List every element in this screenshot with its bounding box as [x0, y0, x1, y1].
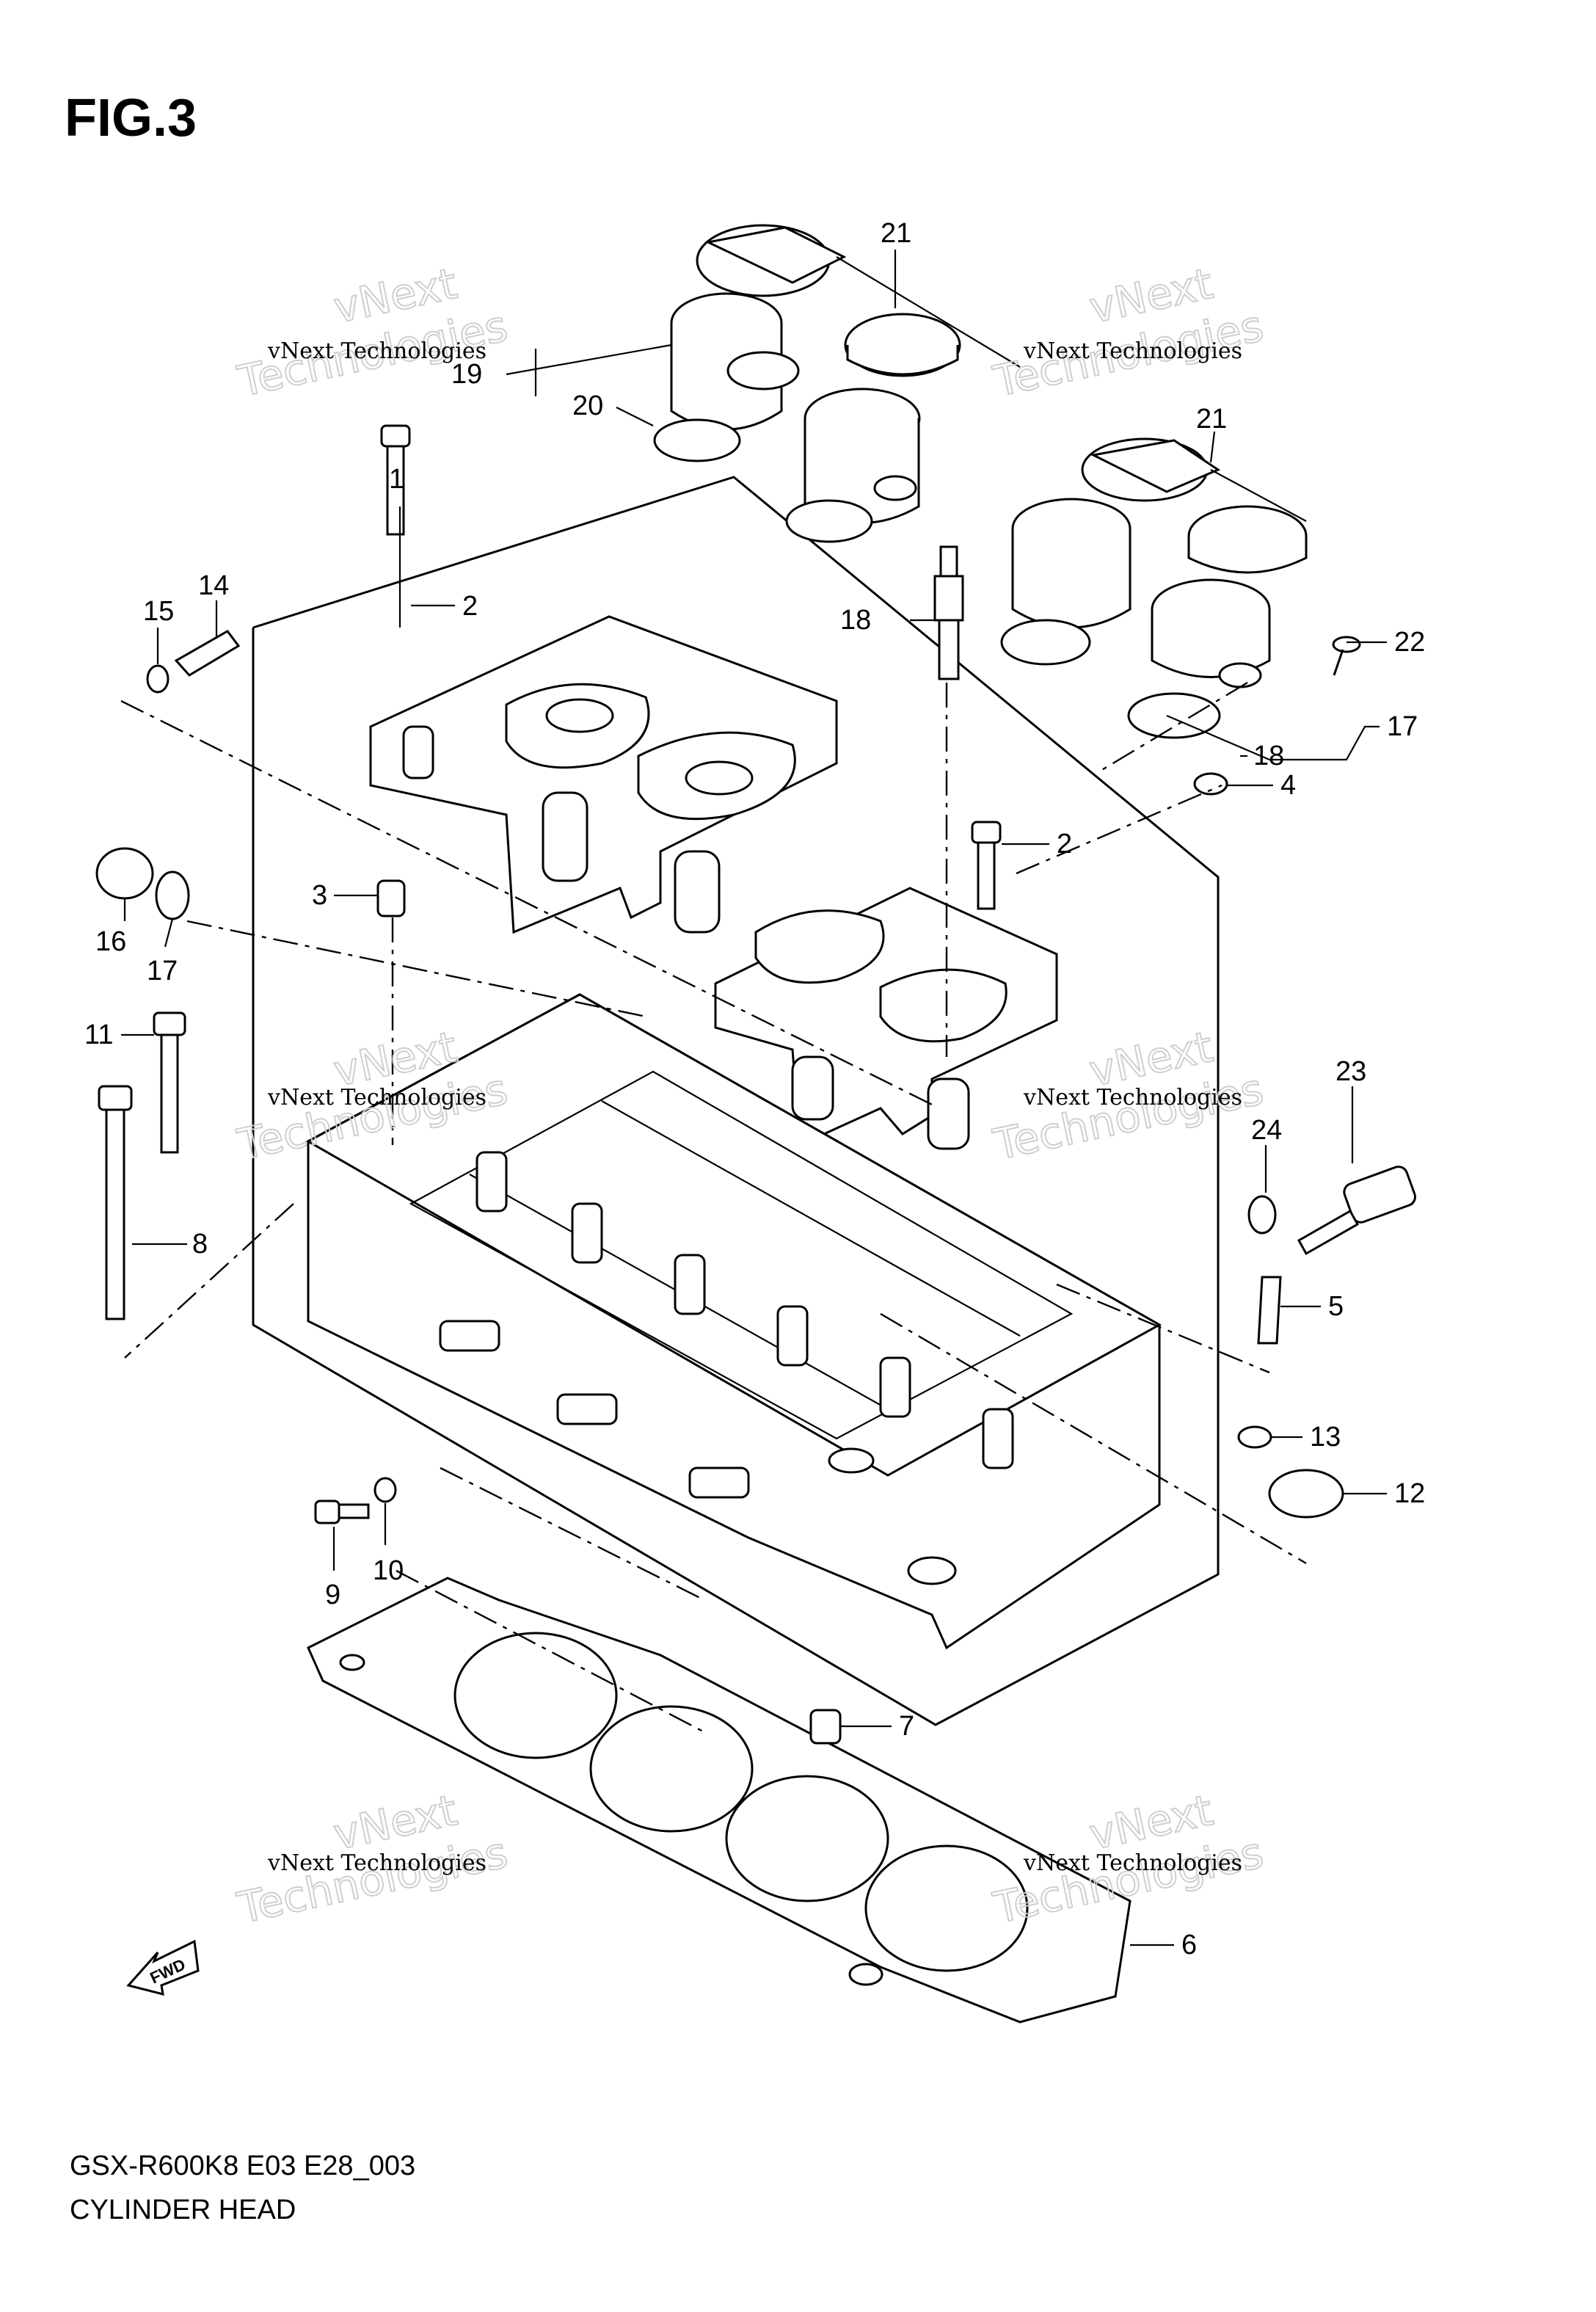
- gasket-4: [1193, 772, 1228, 796]
- union-14: [174, 630, 241, 677]
- assembly-outline: [252, 476, 1220, 1726]
- callout-11: 11: [84, 1019, 113, 1050]
- watermark-bottom-left: vNext Technologies vNext Technologies: [233, 1784, 513, 1934]
- alignment-lines: [120, 681, 1307, 1734]
- plug-16: [95, 847, 154, 900]
- callout-18-gasket: 18: [1253, 741, 1284, 771]
- callout-17-small: 17: [147, 956, 178, 986]
- watermark-mid-right: vNext Technologies vNext Technologies: [988, 1021, 1269, 1171]
- callout-21-lower: 21: [1196, 404, 1227, 435]
- callout-14: 14: [198, 570, 229, 601]
- callout-21-upper: 21: [881, 218, 911, 249]
- sensor-23: [1297, 1166, 1416, 1256]
- camshaft-holder-lower: [714, 887, 1058, 1150]
- pipe-5: [1257, 1276, 1282, 1345]
- callout-23: 23: [1336, 1056, 1366, 1087]
- callout-9: 9: [325, 1579, 340, 1610]
- callout-20: 20: [572, 390, 603, 421]
- callout-2-upper: 2: [462, 591, 478, 622]
- svg-text:vNext Technologies: vNext Technologies: [1023, 338, 1242, 364]
- camshaft-holder-upper: [369, 615, 838, 934]
- o-ring-13: [1237, 1425, 1272, 1449]
- callout-22: 22: [1394, 627, 1425, 658]
- intake-pipe-set-left: [653, 224, 1021, 543]
- washer-10: [374, 1477, 397, 1503]
- callout-3: 3: [312, 880, 327, 911]
- callout-6: 6: [1181, 1930, 1197, 1960]
- gasket-24: [1247, 1195, 1277, 1235]
- callout-1: 1: [389, 464, 404, 495]
- leader-lines: [121, 250, 1387, 1946]
- svg-text:vNext Technologies: vNext Technologies: [267, 338, 487, 364]
- watermark-top-right: vNext Technologies vNext Technologies: [988, 258, 1269, 407]
- bolt-2-lower: [971, 821, 1002, 910]
- callout-5: 5: [1328, 1291, 1344, 1322]
- model-code: GSX-R600K8 E03 E28_003: [70, 2151, 416, 2181]
- spark-plug: [933, 545, 964, 680]
- callout-10: 10: [373, 1555, 404, 1586]
- callout-2-lower: 2: [1057, 829, 1072, 859]
- bolt-8: [98, 1085, 133, 1320]
- fwd-arrow-icon: FWD: [126, 1939, 200, 1996]
- callout-8: 8: [192, 1229, 208, 1259]
- gasket-17-small: [155, 870, 190, 920]
- bolt-9: [314, 1499, 370, 1524]
- callout-18-plug: 18: [840, 605, 871, 636]
- svg-text:vNext Technologies: vNext Technologies: [267, 1085, 487, 1110]
- cylinder-head: [305, 993, 1162, 1650]
- dowel-pin-7: [809, 1709, 842, 1745]
- callout-19: 19: [451, 359, 482, 390]
- intake-pipe-set-right: [1000, 437, 1308, 739]
- svg-text:vNext Technologies: vNext Technologies: [267, 1850, 487, 1876]
- callout-7: 7: [899, 1711, 914, 1742]
- callout-15: 15: [143, 596, 174, 627]
- figure-title: FIG.3: [65, 89, 197, 148]
- svg-text:vNext Technologies: vNext Technologies: [1023, 1085, 1242, 1110]
- callout-12: 12: [1394, 1478, 1425, 1509]
- section-name: CYLINDER HEAD: [70, 2195, 296, 2225]
- bolt-11: [153, 1011, 186, 1154]
- callout-13: 13: [1310, 1422, 1341, 1453]
- svg-text:vNext Technologies: vNext Technologies: [1023, 1850, 1242, 1876]
- dowel-pin-3: [376, 879, 406, 917]
- gasket-15: [146, 664, 170, 694]
- callout-24: 24: [1251, 1115, 1282, 1146]
- callout-17-gasket: 17: [1387, 711, 1418, 742]
- callout-16: 16: [95, 926, 126, 957]
- o-ring-12: [1268, 1469, 1344, 1519]
- head-gasket: [307, 1577, 1132, 2024]
- callout-labels: 1 2 2 3 4 5 6 7 8 9 10 11 12 13 14 15 16…: [84, 218, 1425, 1960]
- screw-22: [1332, 636, 1361, 676]
- callout-4: 4: [1280, 770, 1296, 801]
